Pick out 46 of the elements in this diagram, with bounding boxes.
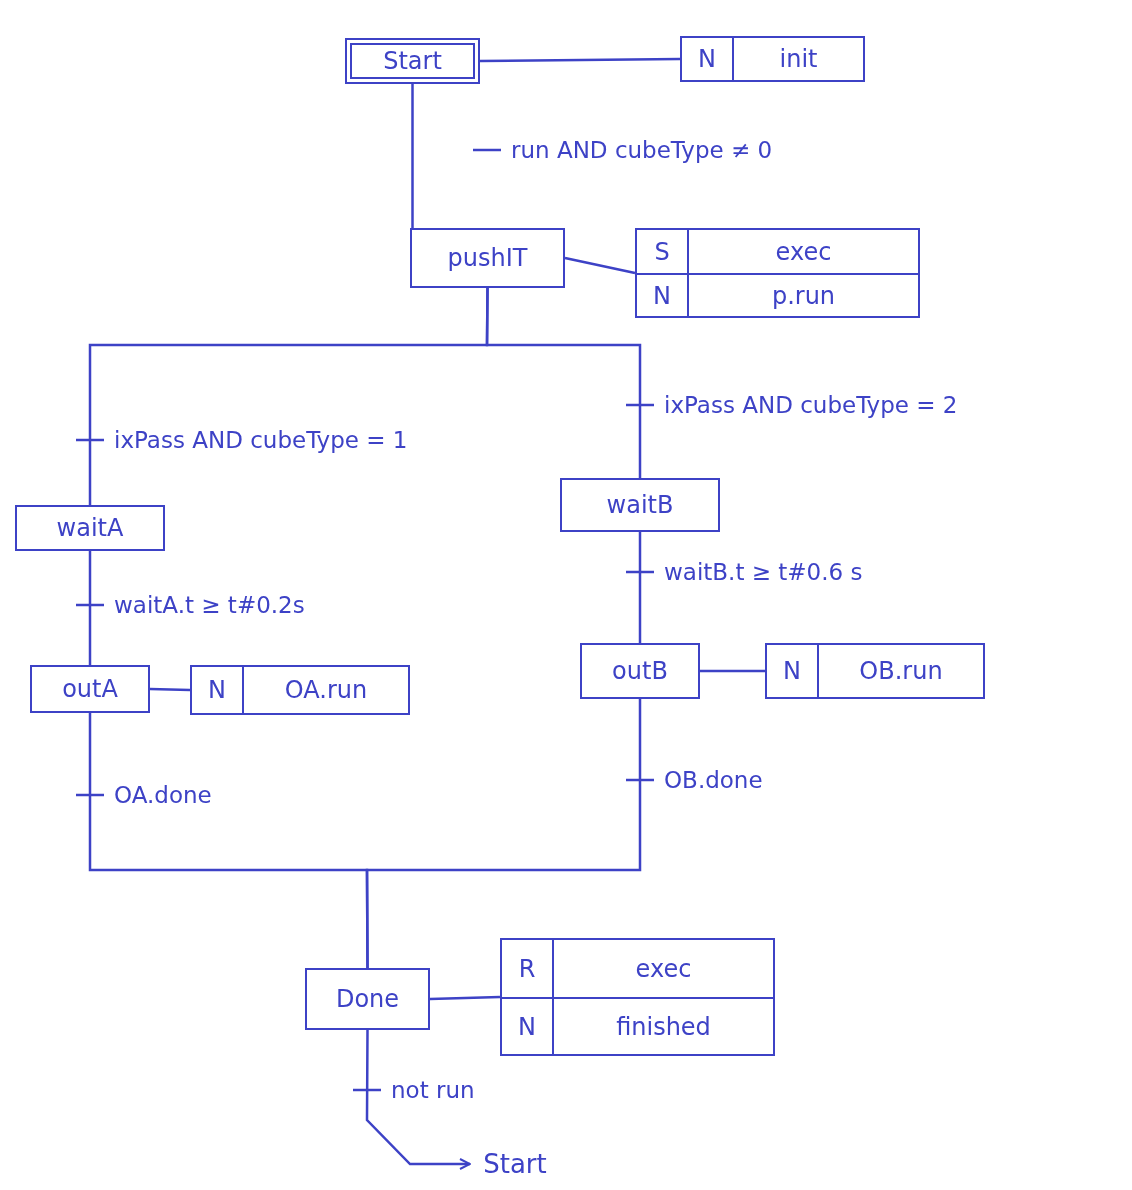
connector-line <box>149 687 191 692</box>
action-block <box>680 36 865 82</box>
connector-line <box>638 532 642 643</box>
action-block <box>635 228 920 318</box>
step-box: waitA <box>15 505 165 551</box>
transition-condition: ixPass AND cubeType = 2 <box>664 391 958 420</box>
connector-line <box>411 84 414 228</box>
action-block <box>190 665 410 715</box>
step-box: pushIT <box>410 228 565 288</box>
step-box: outA <box>30 665 150 713</box>
action-qualifier: N <box>192 667 244 713</box>
action-qualifier: N <box>637 273 689 316</box>
transition-condition: run AND cubeType ≠ 0 <box>511 136 773 165</box>
action-qualifier: N <box>767 645 819 697</box>
connector-line <box>700 669 765 673</box>
transition-condition: ixPass AND cubeType = 1 <box>114 426 408 455</box>
action-name: exec <box>774 236 833 268</box>
step-box: waitB <box>560 478 720 532</box>
action-name: init <box>778 44 819 75</box>
connector-line <box>365 699 642 968</box>
connector-line <box>480 57 680 63</box>
jump-target-label: Start <box>470 1143 560 1185</box>
arrow <box>365 1030 471 1170</box>
transition-condition: waitB.t ≥ t#0.6 s <box>664 558 863 587</box>
action-name: finished <box>554 997 773 1054</box>
action-qualifier: S <box>637 230 689 273</box>
connector-line <box>88 551 92 665</box>
connector-line <box>485 288 642 478</box>
transition-condition: waitA.t ≥ t#0.2s <box>114 591 305 620</box>
action-qualifier: N <box>502 997 554 1054</box>
transition-condition: not run <box>391 1076 475 1105</box>
transition-condition: OA.done <box>114 781 212 810</box>
transition-condition: OB.done <box>664 766 763 795</box>
connector-line <box>429 995 501 1001</box>
action-block <box>500 938 775 1056</box>
action-name: p.run <box>689 273 918 316</box>
action-name: OB.run <box>858 656 944 687</box>
initial-step-box: Start <box>345 38 480 84</box>
action-qualifier: N <box>682 38 734 80</box>
step-box: Done <box>305 968 430 1030</box>
action-name: exec <box>634 953 693 985</box>
action-name: OA.run <box>283 675 369 706</box>
action-qualifier: R <box>502 940 554 997</box>
action-block <box>765 643 985 699</box>
connector-line <box>564 256 636 275</box>
step-box: outB <box>580 643 700 699</box>
